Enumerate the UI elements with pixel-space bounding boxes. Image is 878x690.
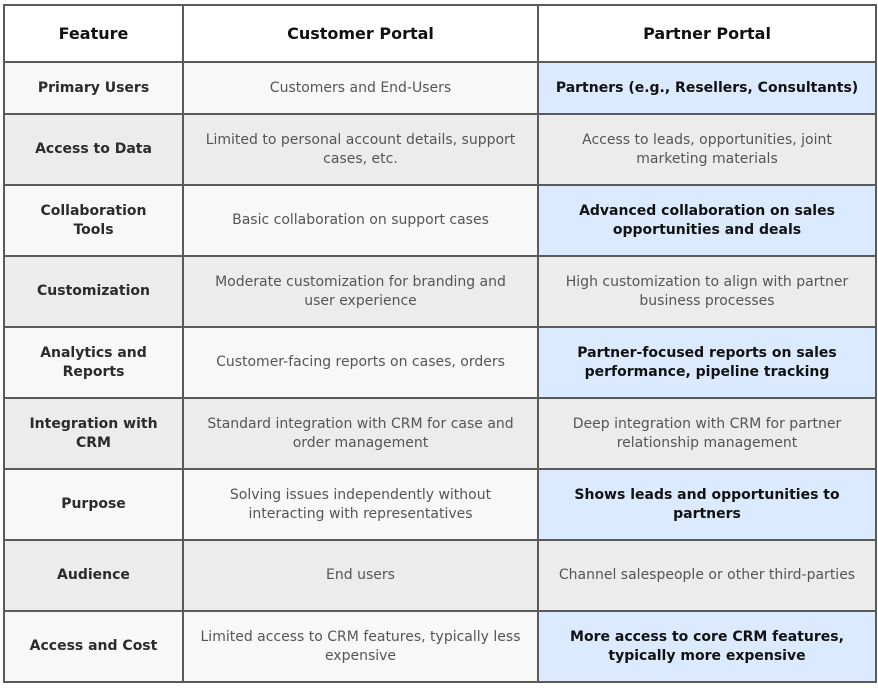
header-row: Feature Customer Portal Partner Portal: [3, 4, 877, 63]
table-row: Customization Moderate customization for…: [3, 255, 877, 328]
table-row: Access to Data Limited to personal accou…: [3, 113, 877, 186]
table-row: Analytics and Reports Customer-facing re…: [3, 326, 877, 399]
customer-portal-cell: Customers and End-Users: [182, 61, 539, 115]
customer-portal-cell: Solving issues independently without int…: [182, 468, 539, 541]
customer-portal-cell: Customer-facing reports on cases, orders: [182, 326, 539, 399]
customer-portal-cell: Standard integration with CRM for case a…: [182, 397, 539, 470]
feature-cell: Integration with CRM: [3, 397, 184, 470]
feature-cell: Purpose: [3, 468, 184, 541]
partner-portal-cell: Advanced collaboration on sales opportun…: [537, 184, 877, 257]
feature-cell: Audience: [3, 539, 184, 612]
feature-cell: Access to Data: [3, 113, 184, 186]
table-row: Primary Users Customers and End-Users Pa…: [3, 61, 877, 115]
table-row: Audience End users Channel salespeople o…: [3, 539, 877, 612]
feature-cell: Collaboration Tools: [3, 184, 184, 257]
partner-portal-cell: Channel salespeople or other third-parti…: [537, 539, 877, 612]
partner-portal-cell: Shows leads and opportunities to partner…: [537, 468, 877, 541]
feature-cell: Access and Cost: [3, 610, 184, 683]
customer-portal-cell: Basic collaboration on support cases: [182, 184, 539, 257]
partner-portal-cell: More access to core CRM features, typica…: [537, 610, 877, 683]
customer-portal-cell: Limited to personal account details, sup…: [182, 113, 539, 186]
partner-portal-cell: Deep integration with CRM for partner re…: [537, 397, 877, 470]
header-customer-portal: Customer Portal: [182, 4, 539, 63]
table-row: Collaboration Tools Basic collaboration …: [3, 184, 877, 257]
comparison-table: Feature Customer Portal Partner Portal P…: [3, 4, 877, 683]
partner-portal-cell: Partner-focused reports on sales perform…: [537, 326, 877, 399]
feature-cell: Primary Users: [3, 61, 184, 115]
table-row: Access and Cost Limited access to CRM fe…: [3, 610, 877, 683]
partner-portal-cell: High customization to align with partner…: [537, 255, 877, 328]
customer-portal-cell: End users: [182, 539, 539, 612]
partner-portal-cell: Partners (e.g., Resellers, Consultants): [537, 61, 877, 115]
customer-portal-cell: Limited access to CRM features, typicall…: [182, 610, 539, 683]
table-row: Integration with CRM Standard integratio…: [3, 397, 877, 470]
partner-portal-cell: Access to leads, opportunities, joint ma…: [537, 113, 877, 186]
customer-portal-cell: Moderate customization for branding and …: [182, 255, 539, 328]
header-partner-portal: Partner Portal: [537, 4, 877, 63]
header-feature: Feature: [3, 4, 184, 63]
feature-cell: Analytics and Reports: [3, 326, 184, 399]
feature-cell: Customization: [3, 255, 184, 328]
table-row: Purpose Solving issues independently wit…: [3, 468, 877, 541]
